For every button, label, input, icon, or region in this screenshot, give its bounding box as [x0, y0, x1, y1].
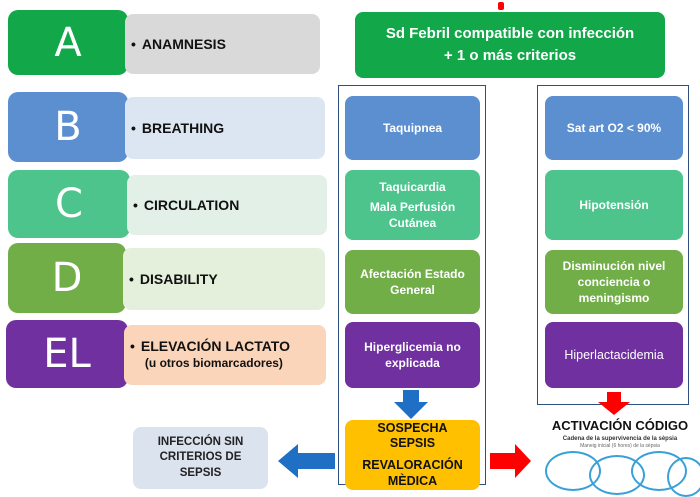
sospecha-sepsis-box: SOSPECHA SEPSIS REVALORACIÓN MÈDICA: [345, 420, 480, 490]
shock-hipotension: Hipotensión: [545, 170, 683, 240]
header-line2: + 1 o más criterios: [443, 47, 577, 64]
sepsis-taquicardia: Taquicardia Mala Perfusión Cutánea: [345, 170, 480, 240]
shock-hiperlactacidemia: Hiperlactacidemia: [545, 322, 683, 388]
sospecha-line4: MÈDICA: [387, 473, 438, 488]
sepsis-taquicardia-line1: Taquicardia: [379, 179, 446, 194]
arrow-left-blue-icon: [278, 444, 335, 478]
activacion-title: ACTIVACIÓN CÓDIGO: [551, 418, 689, 433]
row-a-label-text: ANAMNESIS: [141, 36, 226, 52]
sepsis-taquipnea: Taquipnea: [345, 96, 480, 160]
row-el-label-sub: (u otros biomarcadores): [144, 356, 283, 370]
sospecha-line2: SEPSIS: [389, 436, 436, 451]
no-sepsis-box: INFECCIÓN SIN CRITERIOS DE SEPSIS: [133, 427, 268, 489]
row-c-label: •CIRCULATION: [127, 175, 327, 235]
sepsis-hiperglicemia: Hiperglicemia no explicada: [345, 322, 480, 388]
row-a-label: •ANAMNESIS: [125, 14, 320, 74]
survival-chain-graphic: [545, 449, 700, 497]
sepsis-estado-general: Afectación Estado General: [345, 250, 480, 314]
activacion-subtitle2: Maneig inicial (6 hores) de la sèpsia: [580, 443, 660, 449]
header-box: Sd Febril compatible con infección + 1 o…: [355, 12, 665, 78]
row-b-label-text: BREATHING: [141, 120, 225, 136]
row-b-letter: B: [8, 92, 128, 162]
shock-conciencia: Disminución nivel conciencia o meningism…: [545, 250, 683, 314]
sospecha-line1: SOSPECHA: [377, 420, 448, 435]
row-a-letter: A: [8, 10, 128, 75]
row-el-letter: EL: [6, 320, 128, 388]
row-el-label: • ELEVACIÓN LACTATO (u otros biomarcador…: [124, 325, 326, 385]
row-d-label: •DISABILITY: [123, 248, 325, 310]
header-line1: Sd Febril compatible con infección: [385, 24, 635, 42]
arrow-right-red-icon: [490, 444, 531, 478]
activacion-subtitle: Cadena de la supervivencia de la sèpsia: [562, 436, 678, 442]
chain-step-4: [667, 457, 700, 497]
row-c-letter: C: [8, 170, 130, 238]
header-red-mark: [498, 2, 504, 10]
row-d-letter: D: [8, 243, 126, 313]
sepsis-taquicardia-line2: Mala Perfusión Cutánea: [369, 199, 456, 231]
row-d-label-text: DISABILITY: [139, 271, 218, 287]
arrow-down-blue-icon: [394, 390, 428, 419]
shock-sat-o2: Sat art O2 < 90%: [545, 96, 683, 160]
row-b-label: •BREATHING: [125, 97, 325, 159]
row-el-label-text: ELEVACIÓN LACTATO: [140, 338, 290, 354]
row-c-label-text: CIRCULATION: [143, 197, 240, 213]
sospecha-line3: REVALORACIÓN: [362, 458, 463, 472]
arrow-down-red-icon: [598, 392, 630, 415]
